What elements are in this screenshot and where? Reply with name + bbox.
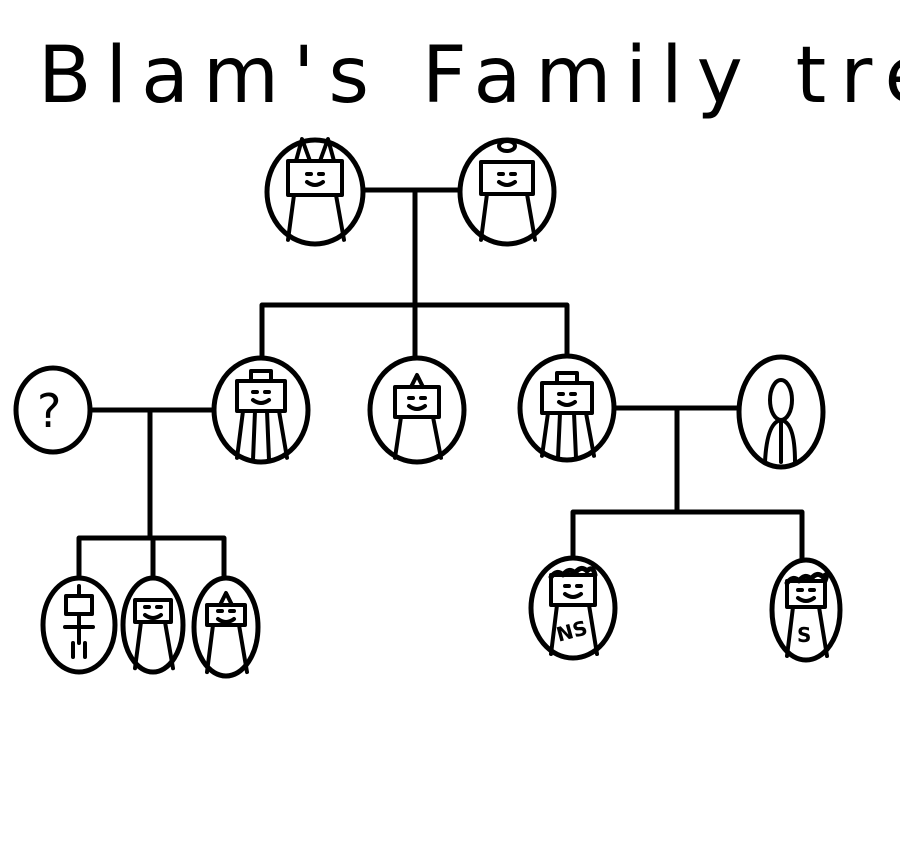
connector-lines: [76, 187, 805, 581]
portrait-frame: [769, 557, 843, 663]
portrait-frame: [367, 355, 467, 465]
people: [13, 137, 843, 679]
portrait-child-right: [191, 575, 261, 679]
head: [540, 381, 594, 415]
portrait-frame: [528, 555, 618, 661]
portrait-grandparent-smile: [457, 137, 557, 247]
unknown-parent-mark: ?: [37, 384, 61, 438]
portrait-child-robot: [40, 575, 118, 675]
portrait-frame: [264, 137, 366, 247]
portrait-child-middle: [120, 575, 186, 675]
head: [785, 579, 827, 609]
portrait-frame: [120, 575, 186, 675]
portrait-spouse-round: [736, 354, 826, 470]
head: [133, 598, 173, 624]
portrait-unknown-parent: [13, 365, 93, 455]
portrait-child-s: [769, 557, 843, 663]
portrait-frame: [736, 354, 826, 470]
portrait-parent-hat: [211, 355, 311, 465]
portrait-sibling-middle: [367, 355, 467, 465]
portrait-grandparent-cat: [264, 137, 366, 247]
shirt-label-ns: NS: [554, 615, 590, 646]
head: [549, 573, 597, 607]
portrait-frame: [40, 575, 118, 675]
portrait-frame: [211, 355, 311, 465]
head: [479, 160, 535, 196]
head: [64, 594, 94, 616]
portrait-frame: [517, 353, 617, 463]
portrait-child-ns: [528, 555, 618, 661]
portrait-frame: [13, 365, 93, 455]
portrait-frame: [191, 575, 261, 679]
diagram-title: Blam's Family tree: [38, 31, 900, 121]
head: [393, 385, 441, 419]
shirt-label-s: S: [797, 623, 811, 647]
head: [286, 159, 344, 197]
head: [235, 379, 287, 413]
head: [205, 603, 247, 627]
portrait-parent-visor: [517, 353, 617, 463]
